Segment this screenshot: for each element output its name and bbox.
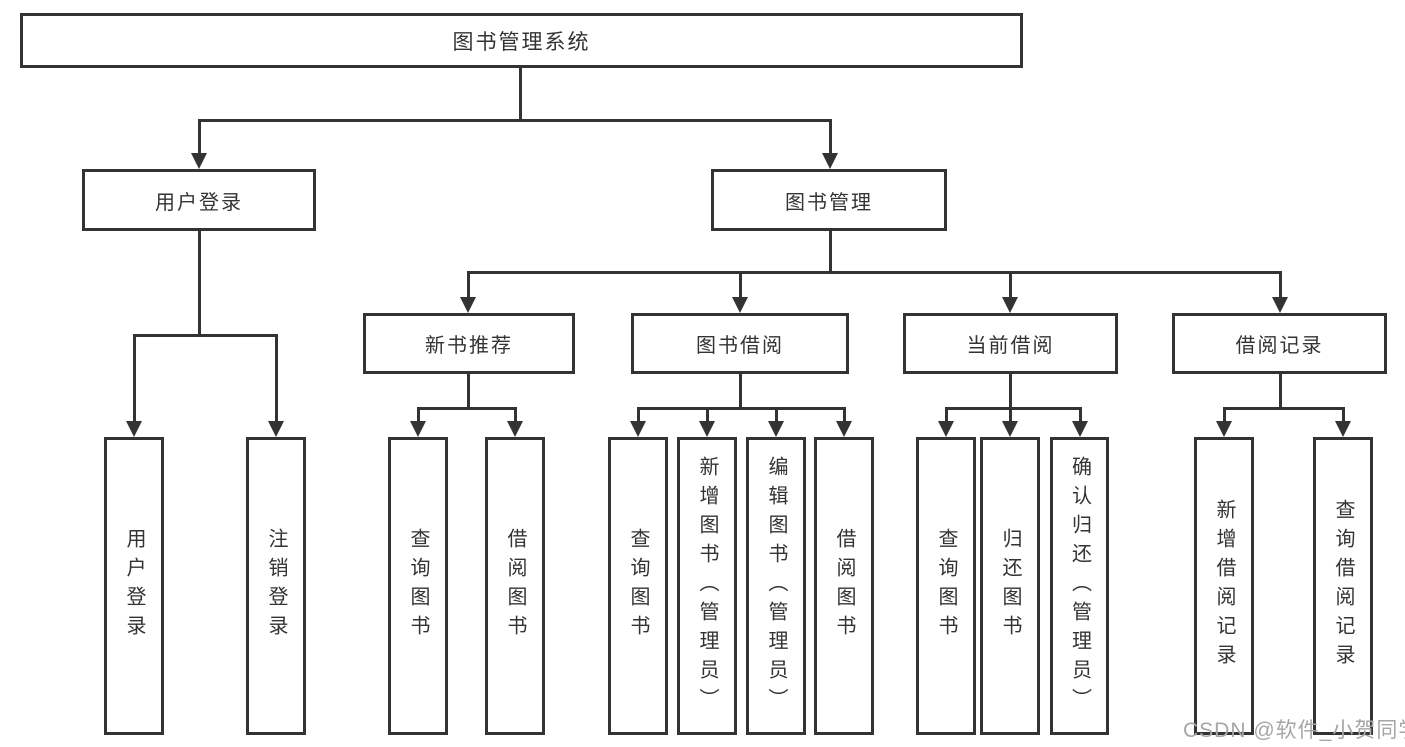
arrow-down-icon — [507, 421, 523, 437]
leaf-cb-confirm-return-admin: 确认归还（管理员） — [1050, 437, 1109, 735]
leaf-br-add-record-label: 新增借阅记录 — [1213, 499, 1235, 673]
leaf-cb-return-book-label: 归还图书 — [999, 528, 1021, 644]
node-book-management: 图书管理 — [711, 169, 947, 231]
connector-line — [198, 119, 832, 122]
node-book-borrow: 图书借阅 — [631, 313, 849, 374]
leaf-bb-borrow-book: 借阅图书 — [814, 437, 874, 735]
node-book-management-label: 图书管理 — [785, 191, 873, 214]
connector-line — [467, 271, 470, 301]
node-current-borrow: 当前借阅 — [903, 313, 1118, 374]
connector-line — [637, 407, 846, 410]
leaf-bb-query-book-label: 查询图书 — [627, 528, 649, 644]
connector-line — [1223, 407, 1345, 410]
leaf-user-login-label: 用户登录 — [123, 528, 145, 644]
node-book-borrow-label: 图书借阅 — [696, 335, 784, 357]
arrow-down-icon — [126, 421, 142, 437]
connector-line — [843, 407, 846, 423]
connector-line — [945, 407, 948, 423]
leaf-nb-query-book-label: 查询图书 — [407, 528, 429, 644]
leaf-bb-edit-book-admin: 编辑图书（管理员） — [746, 437, 806, 735]
node-root: 图书管理系统 — [20, 13, 1023, 68]
csdn-watermark: CSDN @软件_小贺同学 — [1183, 719, 1405, 742]
arrow-down-icon — [268, 421, 284, 437]
connector-line — [775, 407, 778, 423]
leaf-nb-query-book: 查询图书 — [388, 437, 448, 735]
connector-line — [514, 407, 517, 423]
leaf-br-query-record-label: 查询借阅记录 — [1332, 499, 1354, 673]
connector-line — [1279, 374, 1282, 410]
node-root-label: 图书管理系统 — [452, 30, 591, 54]
leaf-bb-query-book: 查询图书 — [608, 437, 668, 735]
arrow-down-icon — [1002, 421, 1018, 437]
arrow-down-icon — [938, 421, 954, 437]
leaf-br-query-record: 查询借阅记录 — [1313, 437, 1373, 735]
leaf-bb-borrow-book-label: 借阅图书 — [833, 528, 855, 644]
leaf-bb-edit-book-admin-label: 编辑图书（管理员） — [765, 455, 787, 717]
leaf-br-add-record: 新增借阅记录 — [1194, 437, 1254, 735]
node-new-book-recommend-label: 新书推荐 — [425, 335, 513, 357]
leaf-nb-borrow-book-label: 借阅图书 — [504, 528, 526, 644]
arrow-down-icon — [630, 421, 646, 437]
connector-line — [1009, 374, 1012, 410]
connector-line — [739, 374, 742, 410]
arrow-down-icon — [1335, 421, 1351, 437]
connector-line — [198, 231, 201, 337]
arrow-down-icon — [768, 421, 784, 437]
connector-line — [467, 271, 1282, 274]
connector-line — [417, 407, 517, 410]
node-new-book-recommend: 新书推荐 — [363, 313, 575, 374]
connector-line — [706, 407, 709, 423]
leaf-user-login: 用户登录 — [104, 437, 164, 735]
node-current-borrow-label: 当前借阅 — [966, 335, 1055, 357]
leaf-cb-query-book: 查询图书 — [916, 437, 976, 735]
node-user-login: 用户登录 — [82, 169, 316, 231]
connector-line — [829, 231, 832, 274]
arrow-down-icon — [1216, 421, 1232, 437]
connector-line — [1009, 271, 1012, 301]
connector-line — [133, 334, 278, 337]
node-borrow-records-label: 借阅记录 — [1235, 335, 1324, 357]
connector-line — [275, 334, 278, 425]
node-borrow-records: 借阅记录 — [1172, 313, 1387, 374]
arrow-down-icon — [1072, 421, 1088, 437]
arrow-down-icon — [410, 421, 426, 437]
connector-line — [519, 68, 522, 121]
arrow-down-icon — [1272, 297, 1288, 313]
arrow-down-icon — [191, 153, 207, 169]
leaf-cb-return-book: 归还图书 — [980, 437, 1040, 735]
connector-line — [829, 119, 832, 157]
leaf-logout-label: 注销登录 — [265, 528, 287, 644]
arrow-down-icon — [1002, 297, 1018, 313]
arrow-down-icon — [699, 421, 715, 437]
connector-line — [1223, 407, 1226, 423]
leaf-logout: 注销登录 — [246, 437, 306, 735]
connector-line — [637, 407, 640, 423]
connector-line — [1279, 271, 1282, 301]
leaf-cb-query-book-label: 查询图书 — [935, 528, 957, 644]
leaf-cb-confirm-return-admin-label: 确认归还（管理员） — [1068, 455, 1091, 717]
connector-line — [198, 119, 201, 157]
node-user-login-label: 用户登录 — [155, 191, 243, 214]
connector-line — [739, 271, 742, 301]
arrow-down-icon — [836, 421, 852, 437]
connector-line — [1079, 407, 1082, 423]
arrow-down-icon — [460, 297, 476, 313]
arrow-down-icon — [732, 297, 748, 313]
connector-line — [1009, 407, 1012, 423]
leaf-nb-borrow-book: 借阅图书 — [485, 437, 545, 735]
leaf-bb-add-book-admin-label: 新增图书（管理员） — [696, 455, 718, 717]
connector-line — [133, 334, 136, 425]
arrow-down-icon — [822, 153, 838, 169]
leaf-bb-add-book-admin: 新增图书（管理员） — [677, 437, 737, 735]
connector-line — [1342, 407, 1345, 423]
connector-line — [467, 374, 470, 410]
connector-line — [417, 407, 420, 423]
connector-line — [945, 407, 1082, 410]
